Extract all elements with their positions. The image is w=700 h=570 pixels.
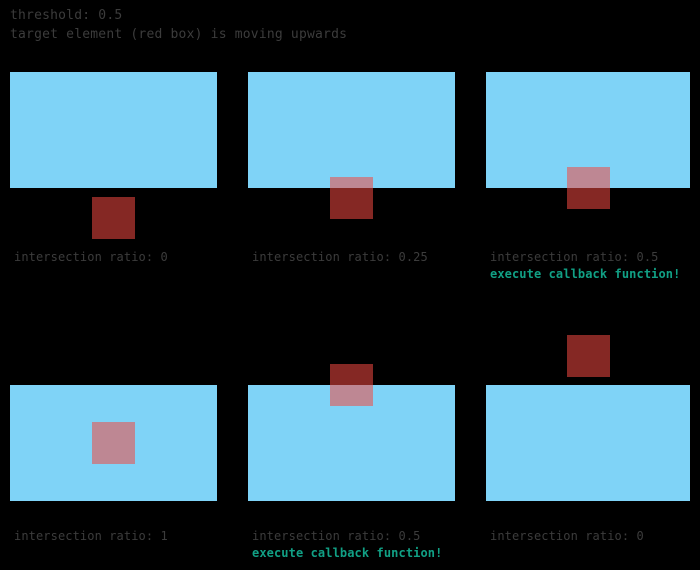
target-box: [92, 197, 135, 239]
intersection-ratio-label: intersection ratio: 0: [14, 250, 168, 264]
intersection-ratio-label: intersection ratio: 0.5: [490, 250, 659, 264]
target-box: [567, 335, 610, 377]
intersection-ratio-label: intersection ratio: 1: [14, 529, 168, 543]
panel-labels: intersection ratio: 0execute callback fu…: [490, 528, 644, 545]
target-box: [92, 422, 135, 464]
viewport-box: [486, 385, 690, 501]
target-box: [330, 177, 373, 219]
header: threshold: 0.5 target element (red box) …: [10, 6, 670, 44]
direction-text: target element (red box) is moving upwar…: [10, 27, 348, 42]
intersection-ratio-label: intersection ratio: 0.5: [252, 529, 421, 543]
intersection-ratio-label: intersection ratio: 0.25: [252, 250, 428, 264]
callback-executed-label: execute callback function!: [252, 546, 443, 560]
panel-labels: intersection ratio: 0.5 execute callback …: [252, 528, 442, 562]
intersection-ratio-label: intersection ratio: 0: [490, 529, 644, 543]
viewport-box: [248, 72, 455, 188]
target-box: [567, 167, 610, 209]
callback-executed-label: execute callback function!: [490, 267, 681, 281]
panel-labels: intersection ratio: 0execute callback fu…: [14, 249, 168, 266]
panel-labels: intersection ratio: 0.25execute callback…: [252, 249, 428, 266]
panel-labels: intersection ratio: 1execute callback fu…: [14, 528, 168, 545]
panel-labels: intersection ratio: 0.5 execute callback …: [490, 249, 680, 283]
target-box: [330, 364, 373, 406]
threshold-text: threshold: 0.5: [10, 8, 123, 23]
viewport-box: [10, 72, 217, 188]
